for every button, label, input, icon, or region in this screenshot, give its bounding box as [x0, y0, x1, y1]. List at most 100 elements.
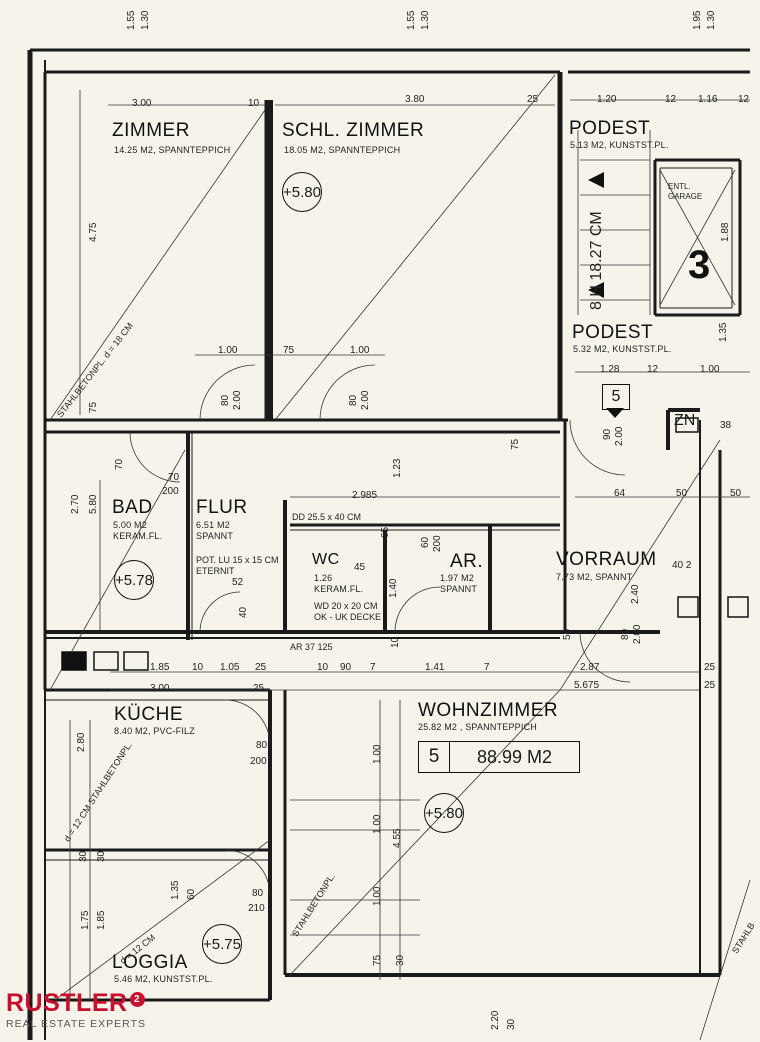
door-swing-1 — [319, 364, 376, 421]
fixture-3 — [677, 596, 699, 618]
dim-80d: 80 — [256, 740, 268, 751]
room-bad-info: 5.00 M2 — [113, 520, 147, 530]
dim-80c: 80 — [620, 628, 631, 640]
room-wc-floor: KERAM.FL. — [314, 584, 364, 594]
dim-5675: 5.675 — [574, 680, 600, 691]
level-marker-loggia: +5.75 — [202, 924, 242, 964]
dim-135b: 1.35 — [718, 322, 729, 342]
dim-100e: 1.00 — [372, 814, 383, 834]
fixture-5 — [675, 417, 699, 433]
dim-220: 2.20 — [490, 1010, 501, 1030]
dim-64: 64 — [614, 488, 626, 499]
dim-175: 1.75 — [80, 910, 91, 930]
dim-2985: 2.985 — [352, 490, 378, 501]
dim-25d: 25 — [704, 680, 716, 691]
dim-30b: 30 — [96, 850, 107, 862]
marker-arrow — [606, 408, 624, 418]
dim-90: 90 — [602, 428, 613, 440]
dim-80b: 80 — [348, 394, 359, 406]
dim-30d: 30 — [506, 1018, 517, 1030]
dim-200c: 2.00 — [614, 426, 625, 446]
dim-455: 4.55 — [392, 828, 403, 848]
door-swing-4 — [199, 591, 241, 633]
dim-75c: 75 — [510, 438, 521, 450]
dim-185: 1.85 — [150, 662, 170, 673]
fixture-1 — [93, 651, 119, 671]
dim-116: 1.16 — [698, 94, 718, 105]
dim-210: 210 — [248, 903, 265, 914]
stair-arrow-0 — [588, 172, 604, 188]
room-bad-name: BAD — [112, 497, 153, 518]
dim-120: 1.20 — [597, 94, 617, 105]
dim-100c: 1.00 — [700, 364, 720, 375]
room-ar-name: AR. — [450, 551, 484, 572]
dim-100d: 1.00 — [372, 744, 383, 764]
dim-25c: 25 — [704, 662, 716, 673]
room-vorraum-info: 7.73 M2, SPANNT — [556, 572, 633, 582]
diagonal-4 — [289, 689, 561, 976]
door-swing-5 — [394, 586, 441, 633]
diagonal-5 — [559, 439, 721, 691]
room-vorraum-name: VORRAUM — [556, 549, 657, 570]
dim-280: 2.80 — [76, 732, 87, 752]
dim-100a: 1.00 — [218, 345, 238, 356]
dim-top3b: 1.30 — [706, 10, 717, 30]
unit-total-area: 88.99 M2 — [476, 746, 553, 767]
room-podest2-info: 5.32 M2, KUNSTST.PL. — [573, 344, 672, 354]
dim-200e: 200 — [432, 535, 443, 552]
zn-label: ZN — [674, 412, 696, 429]
dim-10d: 10 — [317, 662, 329, 673]
dim-60b: 60 — [186, 888, 197, 900]
fixture-2 — [123, 651, 149, 671]
dim-75a: 75 — [88, 401, 100, 414]
dim-50c: 50 — [562, 628, 573, 640]
diagonal-1 — [274, 74, 556, 421]
diagonal-3 — [54, 839, 271, 1001]
dim-123: 1.23 — [392, 458, 403, 478]
dim-top2: 1.55 — [406, 10, 417, 30]
room-schlzimmer-name: SCHL. ZIMMER — [282, 120, 425, 141]
room-bad-floor: KERAM.FL. — [113, 531, 163, 541]
dim-141: 1.41 — [425, 662, 445, 673]
note-wd: WD 20 x 20 CM — [314, 601, 378, 611]
dim-135: 1.35 — [170, 880, 181, 900]
diagonal-6 — [699, 879, 751, 1041]
dim-580: 5.80 — [88, 494, 99, 514]
dim-200d: 200 — [162, 486, 179, 497]
dim-38: 38 — [720, 420, 732, 431]
room-kueche-name: KÜCHE — [114, 704, 184, 725]
dim-475: 4.75 — [88, 222, 99, 242]
dim-140: 1.40 — [388, 578, 399, 598]
dim-50a: 50 — [676, 488, 688, 499]
door-swing-2 — [569, 419, 626, 476]
stair-number: 3 — [688, 243, 711, 287]
dim-30a: 30 — [78, 850, 89, 862]
room-flur-floor: SPANNT — [196, 531, 234, 541]
garage-label: ENTL. GARAGE — [668, 182, 703, 201]
dim-80a: 80 — [220, 394, 231, 406]
dim-380: 3.80 — [405, 94, 425, 105]
door-swing-8 — [224, 849, 271, 896]
dim-287: 2.87 — [580, 662, 600, 673]
dim-12b: 12 — [738, 94, 750, 105]
note-eternit: ETERNIT — [196, 566, 235, 576]
guide-27 — [659, 169, 736, 306]
room-ar-floor: SPANNT — [440, 584, 478, 594]
stair-marker: 5 — [602, 384, 630, 410]
dim-50b: 50 — [730, 488, 742, 499]
dim-45: 45 — [354, 562, 366, 573]
dim-25b: 25 — [255, 662, 267, 673]
dim-top2b: 1.30 — [420, 10, 431, 30]
room-schlzimmer-info: 18.05 M2, SPANNTEPPICH — [284, 145, 401, 155]
note-pot: POT. LU 15 x 15 CM — [196, 555, 279, 565]
room-loggia-info: 5.46 M2, KUNSTST.PL. — [114, 974, 213, 984]
dim-128: 1.28 — [600, 364, 620, 375]
door-swing-0 — [199, 364, 256, 421]
dim-30c: 30 — [395, 954, 406, 966]
room-podest1-name: PODEST — [569, 118, 651, 139]
room-flur-name: FLUR — [196, 497, 248, 518]
brand-name: RUSTLER — [6, 989, 128, 1017]
dim-300b: 3.00 — [150, 683, 170, 694]
level-marker-wohnzimmer: +5.80 — [424, 793, 464, 833]
room-zimmer-info: 14.25 M2, SPANNTEPPICH — [114, 145, 231, 155]
